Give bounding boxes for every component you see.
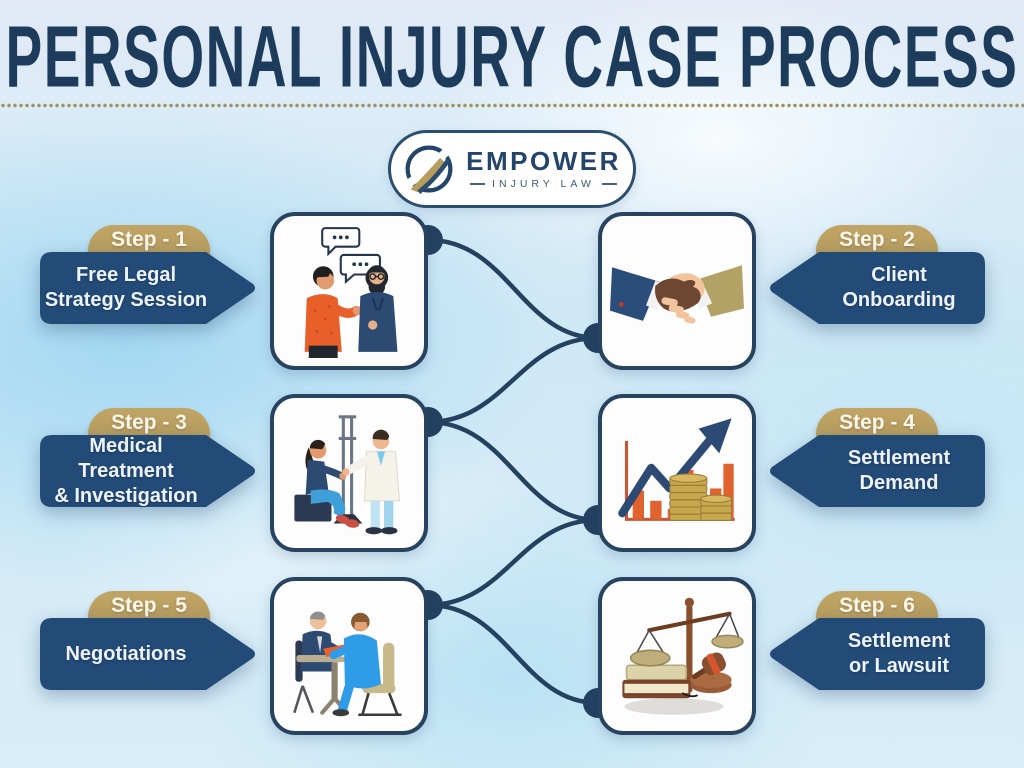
step-3-label: Medical Treatment (78, 434, 174, 482)
settlement-chart-illustration (618, 418, 735, 521)
step-3-banner (40, 435, 257, 507)
handshake-illustration (610, 265, 744, 324)
step-6-illustration-box (598, 577, 756, 735)
step-6-label: Settlement (847, 630, 951, 652)
step-5-illustration-box (270, 577, 428, 735)
medical-treatment-illustration (294, 415, 401, 535)
logo: EMPOWER INJURY LAW (388, 130, 636, 208)
step-3-illustration-box (270, 394, 428, 552)
step-2-banner (768, 252, 985, 324)
step-2-label: Client (871, 264, 927, 286)
step-1-illustration-box (270, 212, 428, 370)
logo-dash-right (601, 182, 617, 185)
logo-brand: EMPOWER (466, 146, 621, 177)
step-2-illustration-box (598, 212, 756, 370)
step-1-banner (40, 252, 257, 324)
negotiation-illustration (293, 611, 402, 717)
road-swoosh-circle-icon (403, 145, 453, 195)
step-5-banner (40, 618, 257, 690)
step-4-illustration-box (598, 394, 756, 552)
step-4-label: Settlement (847, 447, 951, 469)
dotted-divider (0, 103, 1024, 108)
justice-scales-illustration (622, 597, 744, 715)
step-4-banner (768, 435, 985, 507)
step-1-label: Free Legal (75, 264, 177, 286)
logo-tagline: INJURY LAW (492, 177, 595, 190)
step-5-label: Negotiations (65, 642, 187, 665)
consultation-illustration (304, 227, 398, 358)
page-title: PERSONAL INJURY CASE PROCESS (5, 7, 1019, 106)
step-6-banner (768, 618, 985, 690)
logo-dash-left (470, 182, 486, 185)
